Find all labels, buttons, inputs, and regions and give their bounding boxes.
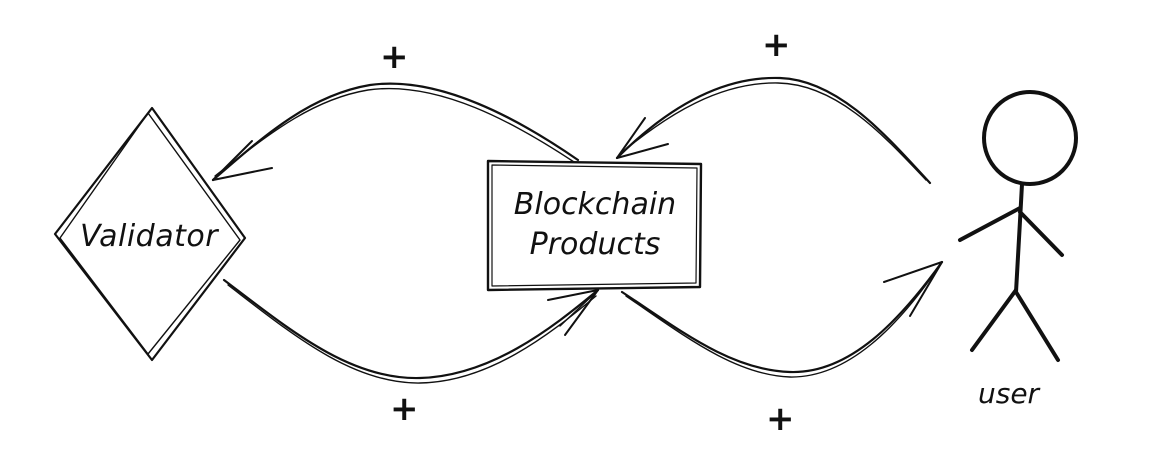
- edge-sign-user-products: +: [762, 25, 791, 65]
- user-label: user: [978, 377, 1040, 410]
- edge-validator-to-products: [222, 278, 600, 384]
- edge-products-to-user: [620, 260, 944, 378]
- products-box: [486, 159, 703, 292]
- products-label-line2: Products: [529, 227, 661, 262]
- edge-sign-products-validator: +: [380, 37, 409, 77]
- validator-diamond: [53, 106, 247, 362]
- edge-sign-products-user: +: [766, 399, 795, 439]
- user-stick-figure: [958, 90, 1078, 362]
- edge-sign-validator-products: +: [390, 389, 419, 429]
- validator-label: Validator: [80, 219, 219, 254]
- products-label-line1: Blockchain: [513, 187, 677, 222]
- edge-products-to-validator: [211, 82, 580, 182]
- edge-user-to-products: [615, 76, 932, 185]
